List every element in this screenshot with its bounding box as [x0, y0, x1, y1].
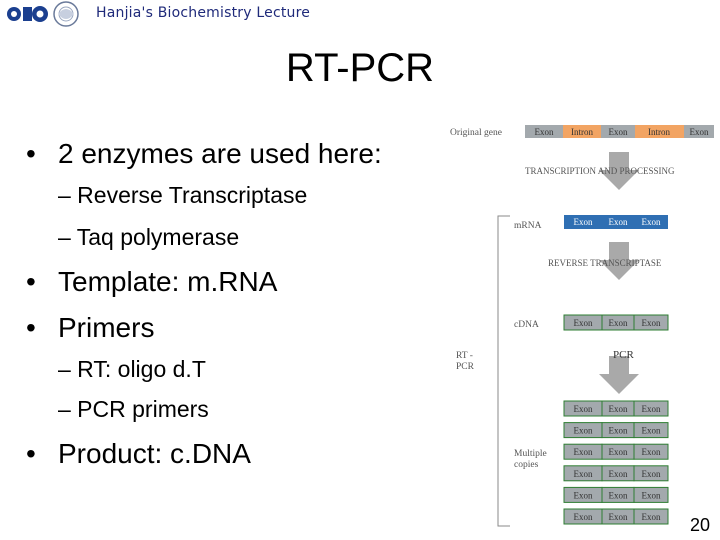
university-logo-icon [7, 6, 48, 22]
slide-header: Hanjia's Biochemistry Lecture [0, 0, 720, 30]
copy-row: Exon Exon Exon [563, 422, 669, 439]
exon-label: Exon [642, 447, 661, 457]
transcription-label: TRANSCRIPTION AND PROCESSING [525, 166, 675, 176]
cdna-bar: Exon Exon Exon [563, 314, 669, 331]
sub-bullet-taq: – Taq polymerase [58, 224, 240, 250]
exon-cell [633, 486, 669, 503]
reverse-transcriptase-label: REVERSE TRANSCRIPTASE [548, 258, 662, 268]
bullet-text: Primers [58, 312, 155, 343]
exon-label: Exon [574, 447, 593, 457]
copy-row: Exon Exon Exon [563, 486, 669, 503]
lecture-title: Hanjia's Biochemistry Lecture [96, 5, 311, 21]
exon-label: Exon [574, 469, 593, 479]
original-gene-bar: Exon Intron Exon Intron Exon [525, 125, 714, 138]
slide-title: RT-PCR [285, 46, 435, 90]
original-gene-label: Original gene [450, 128, 502, 138]
cdna-label: cDNA [514, 320, 539, 330]
exon-label: Exon [642, 426, 661, 436]
emblem-icon [53, 1, 79, 27]
exon-label: Exon [642, 512, 661, 522]
rt-pcr-diagram: Original gene Exon Intron Exon Intron Ex… [450, 125, 714, 527]
down-arrow-icon [599, 242, 639, 280]
bullet-marker: • [26, 312, 36, 343]
page-number: 20 [689, 515, 710, 535]
exon-label: Exon [642, 318, 661, 328]
bullet-text: 2 enzymes are used here: [58, 138, 382, 169]
multiple-copies-label-line1: Multiple [514, 449, 547, 459]
exon-label: Exon [642, 404, 661, 414]
exon-label: Exon [609, 447, 628, 457]
exon-label: Exon [609, 127, 628, 137]
copy-row: Exon Exon Exon [563, 508, 669, 525]
rt-pcr-label-line2: PCR [456, 362, 475, 372]
down-arrow-icon [599, 356, 639, 394]
exon-label: Exon [574, 426, 593, 436]
pcr-label: PCR [613, 349, 634, 361]
exon-label: Exon [574, 217, 593, 227]
exon-cell [633, 508, 669, 525]
mrna-bar: Exon Exon Exon [564, 215, 668, 229]
copy-row: Exon Exon Exon [563, 400, 669, 417]
multiple-copies-label-line2: copies [514, 460, 539, 470]
sub-bullet-pcr-primers: – PCR primers [58, 396, 209, 422]
rt-pcr-bracket [497, 215, 510, 527]
exon-label: Exon [574, 512, 593, 522]
sub-bullet-oligo: – RT: oligo d.T [58, 356, 206, 382]
exon-cell [633, 400, 669, 417]
exon-label: Exon [690, 127, 709, 137]
exon-label: Exon [574, 318, 593, 328]
copy-row: Exon Exon Exon [563, 465, 669, 482]
intron-label: Intron [648, 127, 670, 137]
down-arrow-icon [599, 152, 639, 190]
exon-label: Exon [609, 512, 628, 522]
exon-label: Exon [609, 490, 628, 500]
bullet-text: Template: m.RNA [58, 266, 278, 297]
copy-row: Exon Exon Exon [563, 443, 669, 460]
sub-bullet-rt: – Reverse Transcriptase [58, 182, 308, 208]
exon-cell [633, 465, 669, 482]
exon-label: Exon [535, 127, 554, 137]
exon-cell [633, 422, 669, 439]
exon-cell [633, 443, 669, 460]
rt-pcr-label-line1: RT - [456, 351, 473, 361]
bullet-marker: • [26, 138, 36, 169]
exon-label: Exon [609, 426, 628, 436]
bullet-marker: • [26, 266, 36, 297]
exon-label: Exon [609, 404, 628, 414]
bullet-text: Product: c.DNA [58, 438, 251, 469]
exon-label: Exon [642, 469, 661, 479]
exon-label: Exon [609, 217, 628, 227]
mrna-label: mRNA [514, 221, 542, 231]
exon-label: Exon [574, 404, 593, 414]
exon-label: Exon [609, 318, 628, 328]
exon-label: Exon [609, 469, 628, 479]
intron-label: Intron [571, 127, 593, 137]
bullet-marker: • [26, 438, 36, 469]
exon-label: Exon [642, 490, 661, 500]
exon-label: Exon [574, 490, 593, 500]
exon-label: Exon [642, 217, 661, 227]
